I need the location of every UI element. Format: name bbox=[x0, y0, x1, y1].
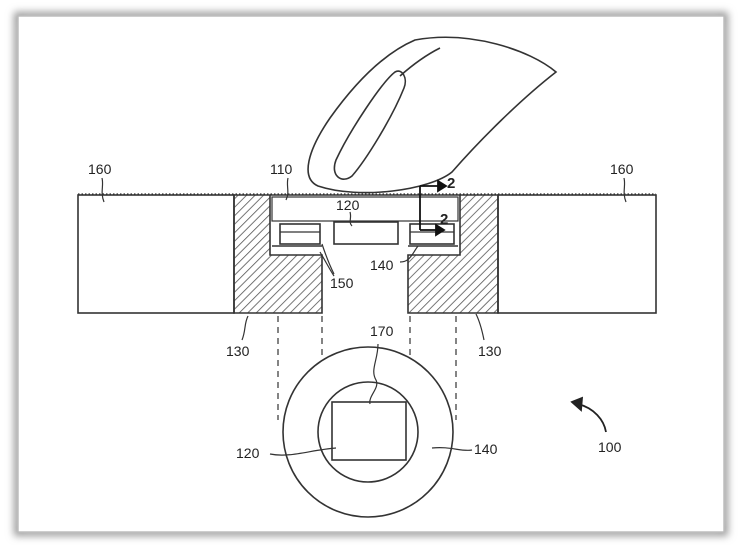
label-spacer: 150 bbox=[330, 275, 354, 291]
label-section-upper: 2 bbox=[447, 175, 455, 192]
assembly-arrow bbox=[570, 396, 607, 433]
plan-view bbox=[282, 346, 454, 518]
housing-right-130 bbox=[407, 194, 499, 314]
ring-left-140 bbox=[279, 223, 321, 245]
cross-section bbox=[77, 193, 657, 314]
leader-lines bbox=[101, 177, 627, 456]
finger-crease bbox=[399, 47, 441, 77]
label-sensor-bottom: 120 bbox=[236, 445, 260, 461]
layer-right-160 bbox=[497, 194, 657, 314]
section-marker bbox=[419, 179, 448, 237]
label-ring-top: 140 bbox=[370, 257, 394, 273]
finger-drawing bbox=[307, 36, 558, 194]
label-sensor-top: 120 bbox=[336, 197, 360, 213]
label-layer-left: 160 bbox=[88, 161, 112, 177]
label-housing-right: 130 bbox=[478, 343, 502, 359]
layer-left-160 bbox=[77, 194, 235, 314]
fingernail bbox=[333, 70, 407, 180]
label-ring-bottom: 140 bbox=[474, 441, 498, 457]
button-cap-110 bbox=[271, 196, 459, 222]
label-section-lower: 2 bbox=[440, 211, 448, 228]
label-connector: 170 bbox=[370, 323, 394, 339]
label-assembly: 100 bbox=[598, 439, 622, 455]
sensor-plan-120 bbox=[331, 401, 407, 461]
sensor-120 bbox=[333, 221, 399, 245]
label-button-top: 110 bbox=[270, 161, 293, 177]
label-housing-left: 130 bbox=[226, 343, 250, 359]
label-layer-right: 160 bbox=[610, 161, 634, 177]
